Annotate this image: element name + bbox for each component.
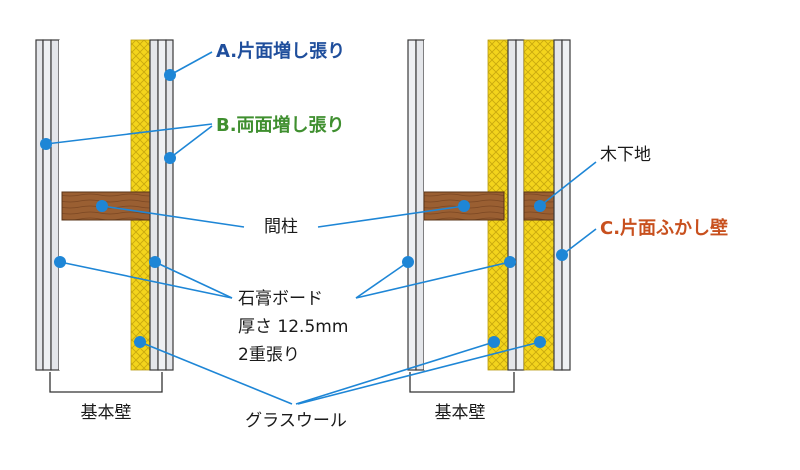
furring-board-1: [553, 39, 563, 371]
left-wall-added-board-b: [165, 39, 174, 371]
label-gypsum-line1: 石膏ボード: [238, 288, 323, 309]
leader-wool-1: [139, 341, 293, 405]
leader-wool-2: [295, 341, 495, 405]
label-gypsum-line2: 厚さ 12.5mm: [238, 317, 348, 337]
dot-option-b-left: [40, 138, 52, 150]
dot-gypsum-1: [54, 256, 66, 268]
right-wall-board-a1: [407, 39, 417, 371]
leader-stud-left: [101, 205, 245, 228]
dot-option-a: [164, 69, 176, 81]
leader-lines: [45, 51, 597, 405]
leader-gypsum-3: [355, 261, 409, 299]
left-wall-board-a2: [50, 39, 60, 371]
dot-gypsum-3: [402, 256, 414, 268]
leader-gypsum-2: [154, 261, 233, 299]
label-option-a: A.片面増し張り: [216, 40, 345, 62]
leader-dots: [40, 69, 568, 348]
dot-wool-2: [488, 336, 500, 348]
base-wall-label-left: 基本壁: [81, 403, 132, 423]
right-wall-board-a2: [415, 39, 425, 371]
right-wall-board-b1: [507, 39, 517, 371]
leader-gypsum-4: [355, 261, 511, 299]
dot-wool-1: [134, 336, 146, 348]
label-stud: 間柱: [264, 217, 298, 237]
dot-gypsum-4: [504, 256, 516, 268]
leader-wool-3: [297, 341, 541, 405]
dot-wood-furring: [534, 200, 546, 212]
leader-stud-right: [317, 205, 465, 228]
label-gypsum-line3: 2重張り: [238, 345, 300, 365]
left-wall-board-b1: [149, 39, 159, 371]
leader-gypsum-1: [59, 261, 233, 299]
label-option-b: B.両面増し張り: [216, 114, 345, 136]
left-wall-board-b2: [157, 39, 167, 371]
right-base-wall-bracket: [409, 372, 515, 393]
dot-option-c: [556, 249, 568, 261]
dot-option-b-right: [164, 152, 176, 164]
leader-option-b-right: [169, 125, 213, 159]
furring-board-2: [561, 39, 571, 371]
left-wall-board-a1: [42, 39, 52, 371]
left-base-wall-bracket: [49, 372, 163, 393]
dot-stud-right: [458, 200, 470, 212]
dot-wool-3: [534, 336, 546, 348]
base-wall-label-right: 基本壁: [435, 403, 486, 423]
label-glass-wool: グラスウール: [245, 411, 347, 431]
dot-stud-left: [96, 200, 108, 212]
leader-wood-furring: [539, 161, 597, 207]
dot-gypsum-2: [149, 256, 161, 268]
label-wood-furring: 木下地: [600, 145, 651, 165]
leader-option-b-left: [45, 123, 213, 145]
right-wall-board-b2: [515, 39, 525, 371]
leader-option-c: [561, 228, 597, 256]
label-option-c: C.片面ふかし壁: [600, 217, 728, 239]
left-wall-added-board-a: [35, 39, 44, 371]
leader-option-a: [169, 51, 213, 76]
